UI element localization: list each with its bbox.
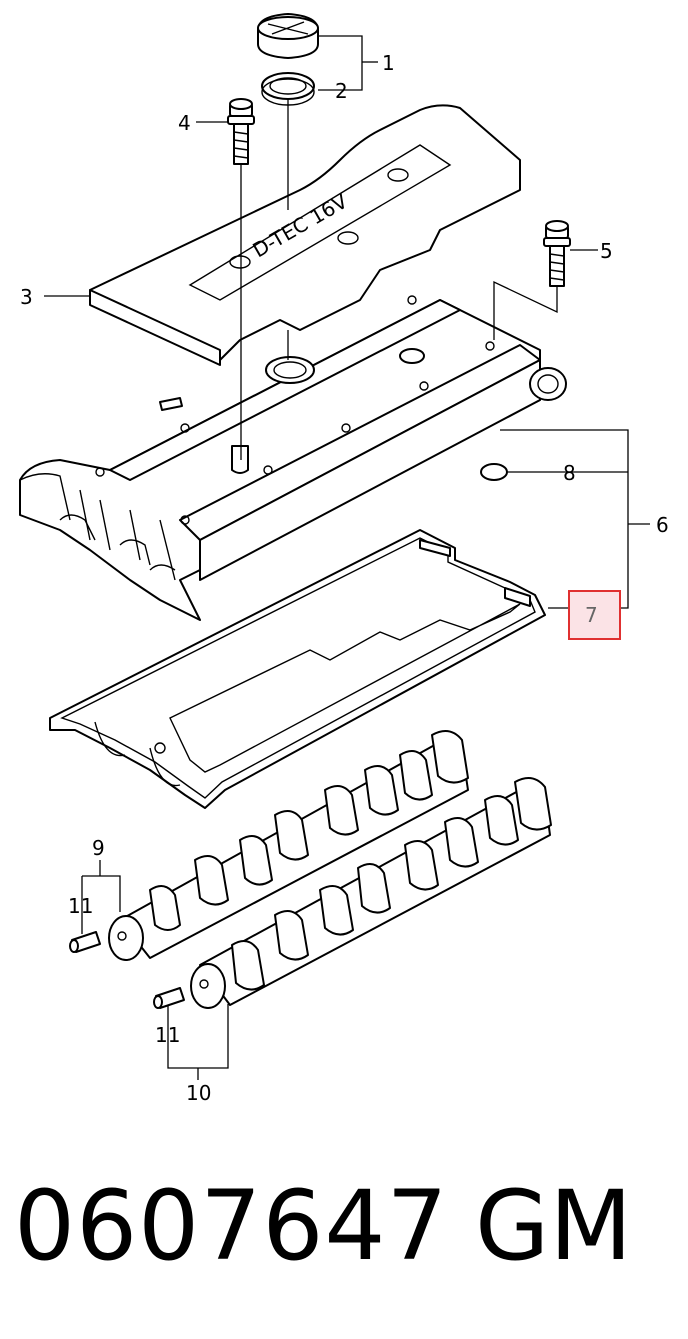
callout-1: 1 (382, 51, 395, 75)
callout-7: 7 (585, 603, 598, 627)
camshaft-9 (108, 730, 469, 961)
part-number: 0607647 (14, 1170, 449, 1282)
engine-cover: D-TEC 16V (89, 104, 521, 366)
callout-2: 2 (335, 79, 348, 103)
oil-filler-cap (257, 13, 319, 59)
callout-11-lower: 11 (155, 1023, 180, 1047)
callout-5: 5 (600, 239, 613, 263)
filler-cap-seal (261, 72, 315, 106)
callout-8: 8 (563, 461, 576, 485)
cover-bolt-5 (543, 220, 571, 287)
valve-cover-gasket (49, 529, 546, 809)
callout-6: 6 (656, 513, 669, 537)
callout-4: 4 (178, 111, 191, 135)
callout-10: 10 (186, 1081, 211, 1105)
camshaft-10 (190, 777, 552, 1009)
dowel-pin-lower (153, 987, 185, 1009)
dowel-pin-upper (69, 931, 101, 953)
callout-9: 9 (92, 836, 105, 860)
highlight-box-7 (568, 590, 621, 640)
brand-name: GM (475, 1170, 633, 1282)
cover-bolt-4 (227, 98, 255, 165)
o-ring (480, 463, 508, 481)
callout-3: 3 (20, 285, 33, 309)
callout-11-upper: 11 (68, 894, 93, 918)
footer: 0607647 GM (0, 1170, 688, 1300)
valve-cover (19, 295, 567, 621)
